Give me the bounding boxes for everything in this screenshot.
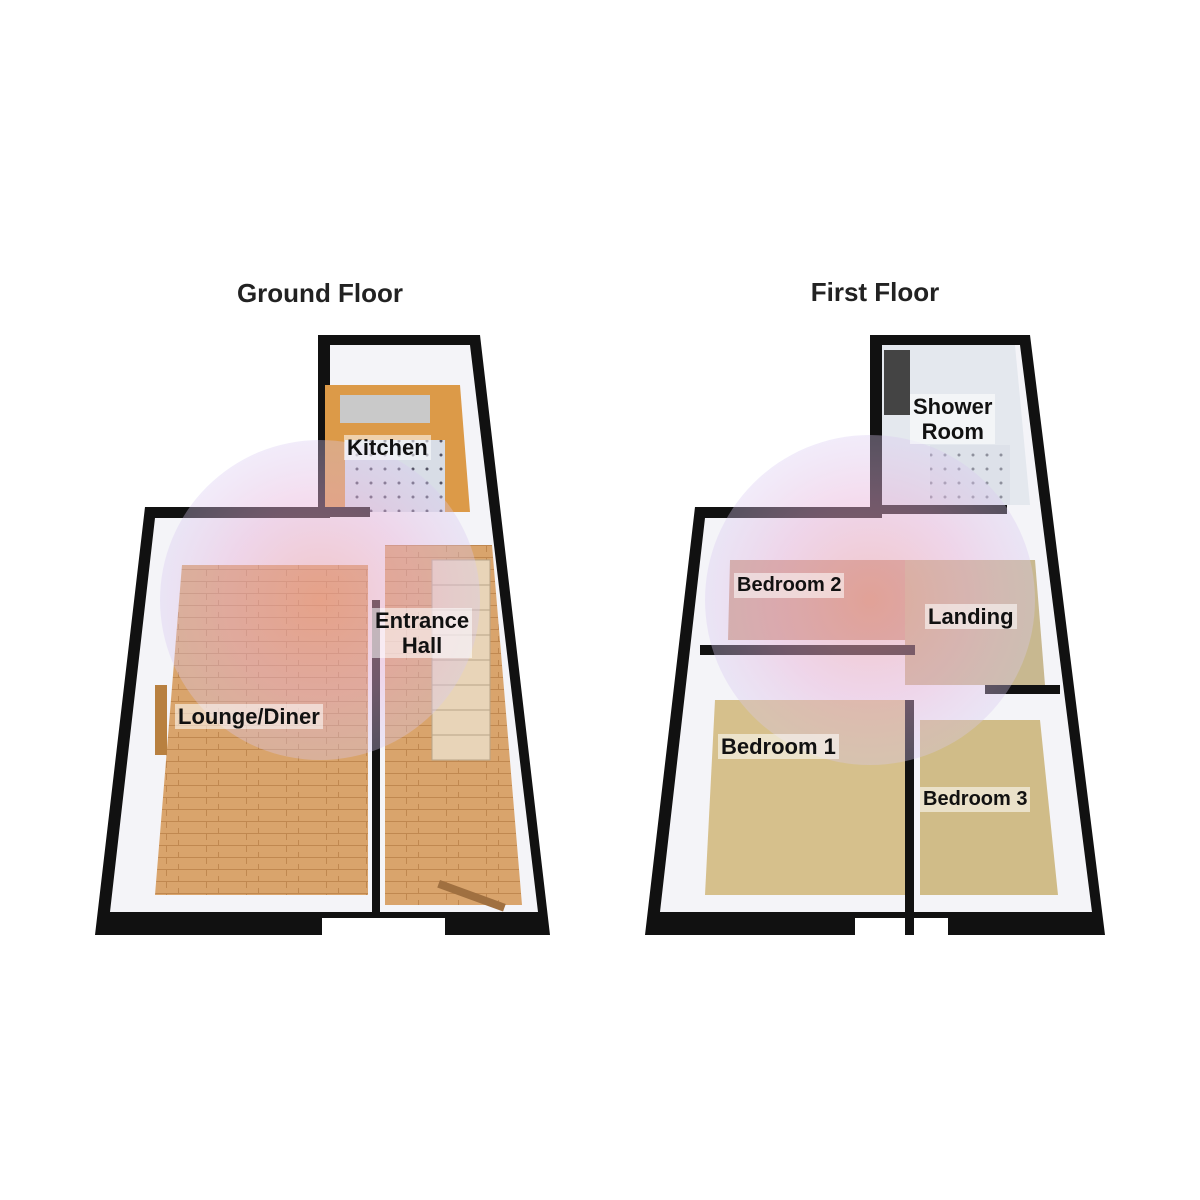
room-label-shower-room: Shower Room (910, 394, 996, 444)
bedroom-3-wall (985, 685, 1060, 694)
kitchen-worktop (340, 395, 430, 423)
first-floor-plan (645, 335, 1105, 935)
room-label-landing: Landing (925, 604, 1017, 629)
bedroom-1-3-wall (905, 700, 914, 935)
shower-tray (884, 350, 910, 415)
watermark-logo (705, 435, 1035, 765)
sideboard (155, 685, 167, 755)
lounge-hall-wall (372, 600, 380, 918)
room-label-bedroom-2: Bedroom 2 (734, 573, 845, 598)
front-door (437, 880, 506, 912)
room-label-bedroom-1: Bedroom 1 (718, 734, 839, 759)
room-label-bedroom-3: Bedroom 3 (920, 787, 1031, 812)
first-floor-title: First Floor (810, 277, 940, 307)
watermark-logo (160, 440, 480, 760)
room-label-kitchen: Kitchen (344, 435, 431, 460)
ground-floor-title: Ground Floor (236, 278, 404, 308)
ground-floor-plan (95, 335, 550, 935)
room-label-lounge-diner: Lounge/Diner (175, 704, 323, 729)
room-label-entrance-hall: Entrance Hall (372, 608, 473, 658)
